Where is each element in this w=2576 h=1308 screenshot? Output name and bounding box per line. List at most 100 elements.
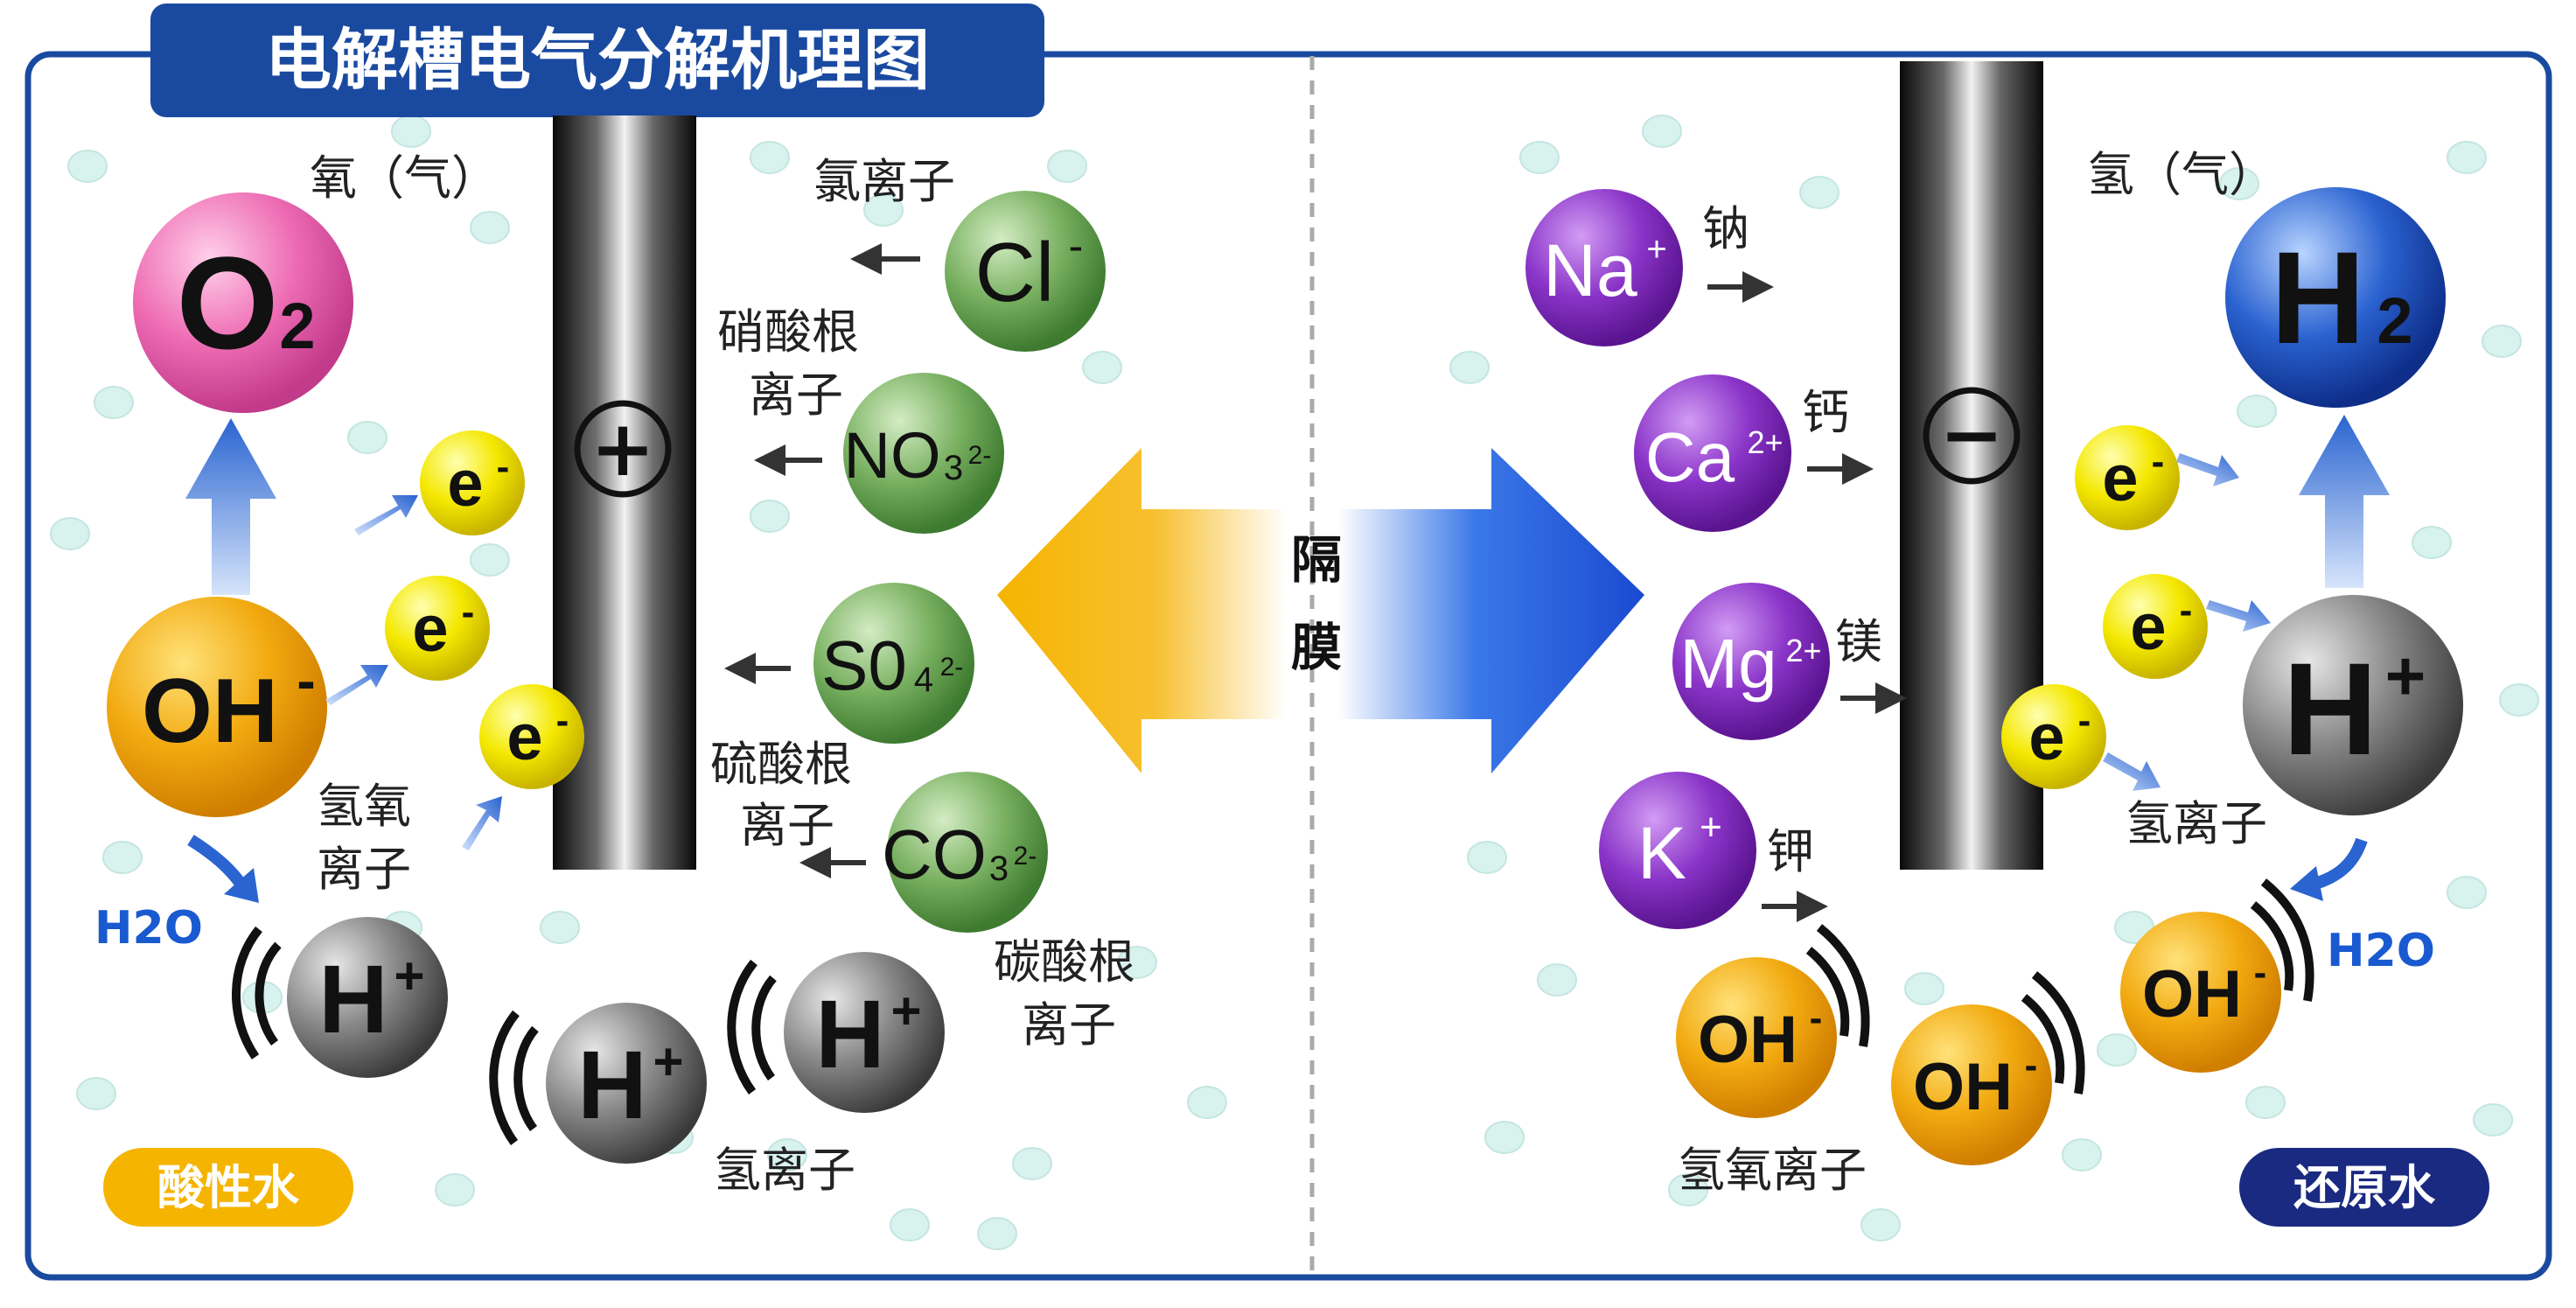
oxygen-subscript: 2 — [279, 290, 315, 362]
background-bubble — [102, 841, 143, 874]
magnesium-ion: Mg 2+ 镁 — [1672, 583, 1907, 740]
nitrate-label-line2: 离子 — [749, 367, 843, 423]
svg-text:-: - — [1810, 997, 1823, 1039]
svg-text:e: e — [447, 447, 483, 520]
svg-text:e: e — [2102, 442, 2138, 514]
hydrogen-ion-label-right: 氢离子 — [2126, 796, 2267, 851]
reduced-water-badge — [2239, 1148, 2489, 1227]
background-bubble — [1467, 841, 1507, 874]
svg-text:OH: OH — [1698, 1003, 1798, 1077]
svg-text:2-: 2- — [968, 441, 992, 470]
background-bubble — [1117, 946, 1157, 979]
h2o-curve-arrowhead-left — [224, 868, 259, 903]
svg-text:+: + — [2385, 637, 2426, 715]
hydroxide-right-1: OH - — [1676, 924, 1870, 1118]
h2o-left: H2O — [94, 902, 203, 955]
background-bubble — [2097, 1033, 2137, 1067]
chloride-ion: Cl - 氯离子 — [813, 154, 1106, 352]
background-bubble — [347, 421, 387, 454]
svg-text:Na: Na — [1543, 229, 1637, 311]
background-bubble — [890, 1208, 930, 1242]
svg-text:Mg: Mg — [1679, 625, 1777, 703]
background-bubble — [2447, 141, 2487, 174]
background-bubble — [750, 141, 790, 174]
hydroxide-right-3: OH - — [2120, 878, 2314, 1073]
h2o-curve-arrowhead-right — [2290, 866, 2323, 901]
proton-left-3: H + — [727, 952, 945, 1113]
hydroxide-left — [107, 597, 327, 817]
potassium-ion: K + 钾 — [1599, 772, 1828, 929]
background-bubble — [1642, 115, 1682, 148]
background-bubble — [540, 911, 580, 944]
svg-text:H: H — [2283, 635, 2377, 782]
background-bubbles — [50, 115, 2539, 1250]
electron-arrow-3 — [462, 796, 502, 850]
sulfate-label-line2: 离子 — [740, 798, 834, 853]
diagram-frame — [24, 51, 2552, 1281]
electron-right-arrow-2 — [2206, 600, 2271, 632]
svg-text:NO: NO — [844, 419, 941, 492]
background-bubble — [767, 1138, 807, 1172]
sodium-label: 钠 — [1702, 201, 1749, 256]
background-bubble — [2412, 526, 2452, 559]
cathode-sign: − — [1939, 389, 2004, 479]
svg-text:OH: OH — [2142, 957, 2242, 1032]
proton-right: H + — [2243, 595, 2463, 815]
chloride-label: 氯离子 — [813, 154, 955, 209]
svg-text:2-: 2- — [1014, 842, 1037, 871]
background-bubble — [470, 543, 510, 577]
background-bubble — [1484, 1121, 1525, 1154]
cathode-sign-circle — [1923, 387, 2021, 485]
hydrogen-subscript: 2 — [2377, 284, 2412, 357]
sodium-ion: Na + 钠 — [1525, 189, 1774, 346]
svg-text:-: - — [462, 591, 475, 633]
svg-text:-: - — [556, 699, 569, 742]
background-bubble — [1537, 963, 1577, 997]
hydroxide-ion-label-line2: 离子 — [317, 842, 411, 897]
hydroxide-left-symbol: OH — [142, 661, 278, 762]
title-banner — [150, 3, 1044, 117]
cation-flow-arrow — [1338, 448, 1644, 773]
electron-left-1: e - — [420, 430, 525, 535]
background-bubble — [76, 1077, 116, 1110]
svg-text:-: - — [2078, 699, 2091, 742]
hydrogen-molecule — [2225, 187, 2446, 408]
hydroxide-ion-label-right: 氢氧离子 — [1678, 1143, 1867, 1198]
background-bubble — [2473, 1103, 2513, 1137]
carbonate-label-line1: 碳酸根 — [994, 934, 1135, 990]
background-bubble — [750, 500, 790, 533]
svg-text:+: + — [890, 982, 921, 1040]
svg-text:OH: OH — [1913, 1050, 2013, 1124]
hydroxide-left-sup: - — [297, 649, 315, 712]
svg-text:-: - — [497, 445, 510, 488]
oxygen-symbol: O — [177, 229, 279, 376]
page-title: 电解槽电气分解机理图 — [265, 21, 930, 99]
svg-text:H: H — [318, 946, 387, 1053]
background-bubble — [391, 115, 431, 148]
background-bubble — [2499, 683, 2539, 717]
svg-text:e: e — [2130, 591, 2166, 663]
svg-text:3: 3 — [944, 449, 963, 487]
electron-right-arrow-3 — [2103, 752, 2161, 791]
electron-right-arrow-1 — [2176, 453, 2239, 486]
background-bubble — [67, 150, 108, 183]
oxygen-up-arrow — [185, 418, 276, 595]
membrane-label-1: 隔 — [1291, 530, 1342, 590]
svg-text:-: - — [2180, 589, 2193, 632]
hydroxide-right-2: OH - — [1891, 971, 2085, 1165]
svg-text:2+: 2+ — [1785, 633, 1821, 668]
proton-left-2: H + — [489, 1003, 707, 1164]
background-bubble — [1449, 351, 1490, 384]
hydrogen-up-arrow — [2299, 415, 2390, 588]
svg-text:-: - — [2254, 951, 2267, 994]
svg-text:e: e — [412, 592, 448, 665]
svg-text:CO: CO — [882, 815, 987, 893]
potassium-label: 钾 — [1767, 824, 1814, 879]
svg-text:+: + — [1700, 806, 1722, 849]
electron-left-2: e - — [385, 576, 490, 681]
background-bubble — [1047, 150, 1087, 183]
magnesium-label: 镁 — [1835, 614, 1882, 669]
svg-text:2-: 2- — [940, 653, 964, 682]
svg-text:+: + — [1646, 230, 1666, 269]
